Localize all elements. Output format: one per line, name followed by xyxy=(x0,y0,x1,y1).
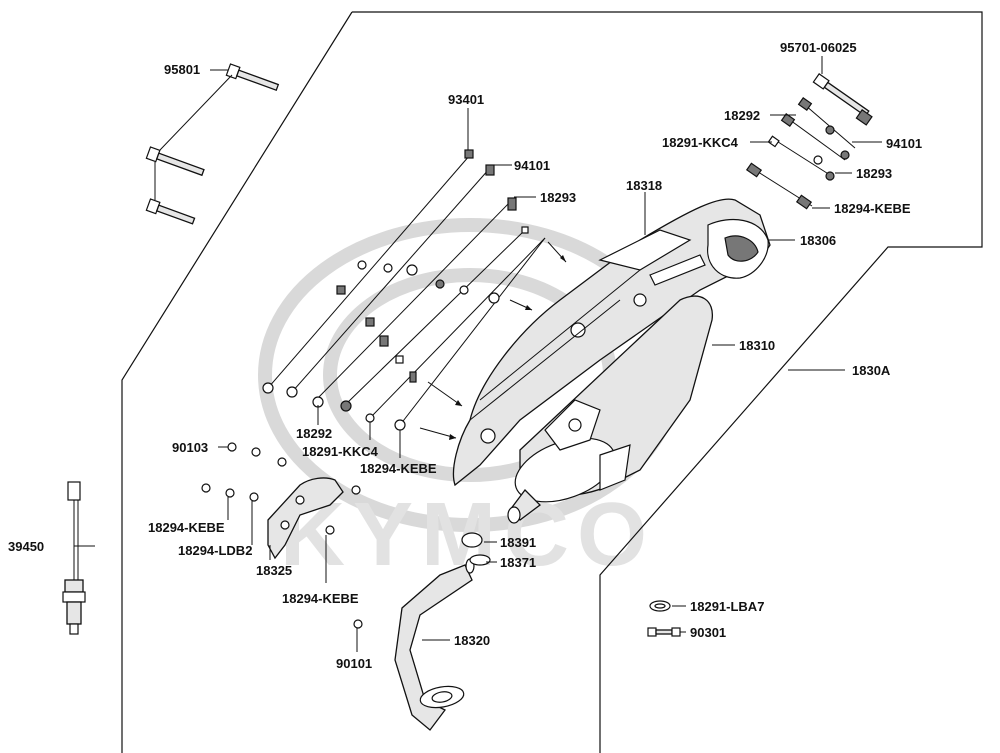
oxygen-sensor-39450 xyxy=(62,481,86,635)
label-18325: 18325 xyxy=(256,563,292,578)
hardware-right-group xyxy=(745,56,873,210)
label-18292-left: 18292 xyxy=(296,426,332,441)
assembly-frame xyxy=(121,11,983,753)
exhaust-pipe-18320 xyxy=(394,558,475,731)
label-94101-left: 94101 xyxy=(514,158,550,173)
label-18294-kebe-right: 18294-KEBE xyxy=(834,201,911,216)
heat-guard-18325 xyxy=(267,477,344,560)
label-90101: 90101 xyxy=(336,656,372,671)
label-39450: 39450 xyxy=(8,539,44,554)
label-18293-right: 18293 xyxy=(856,166,892,181)
washers-left xyxy=(201,442,363,629)
label-18294-kebe-left: 18294-KEBE xyxy=(148,520,225,535)
part-labels: 95801 93401 94101 18293 18318 95701-0602… xyxy=(8,40,922,671)
stud-stack-left xyxy=(262,149,567,440)
label-1830a: 1830A xyxy=(852,363,891,378)
label-18294-kebe-bottom: 18294-KEBE xyxy=(282,591,359,606)
label-18371: 18371 xyxy=(500,555,536,570)
label-18391: 18391 xyxy=(500,535,536,550)
label-18294-kebe-center: 18294-KEBE xyxy=(360,461,437,476)
label-18291-kkc4-right: 18291-KKC4 xyxy=(662,135,739,150)
muffler-assembly xyxy=(452,198,771,524)
label-18292-right: 18292 xyxy=(724,108,760,123)
label-95801: 95801 xyxy=(164,62,200,77)
clamp-18391 xyxy=(461,532,491,566)
label-18291-lba7: 18291-LBA7 xyxy=(690,599,764,614)
lower-right-parts xyxy=(647,600,681,637)
label-95701-06025: 95701-06025 xyxy=(780,40,857,55)
label-18291-kkc4-left: 18291-KKC4 xyxy=(302,444,379,459)
label-18293-left: 18293 xyxy=(540,190,576,205)
label-18318: 18318 xyxy=(626,178,662,193)
label-90301: 90301 xyxy=(690,625,726,640)
label-18306: 18306 xyxy=(800,233,836,248)
leader-lines xyxy=(74,108,882,652)
bolt-95801-group xyxy=(145,63,280,225)
label-18320: 18320 xyxy=(454,633,490,648)
label-94101-right: 94101 xyxy=(886,136,922,151)
label-18294-ldb2: 18294-LDB2 xyxy=(178,543,252,558)
label-18310: 18310 xyxy=(739,338,775,353)
label-93401: 93401 xyxy=(448,92,484,107)
label-90103: 90103 xyxy=(172,440,208,455)
